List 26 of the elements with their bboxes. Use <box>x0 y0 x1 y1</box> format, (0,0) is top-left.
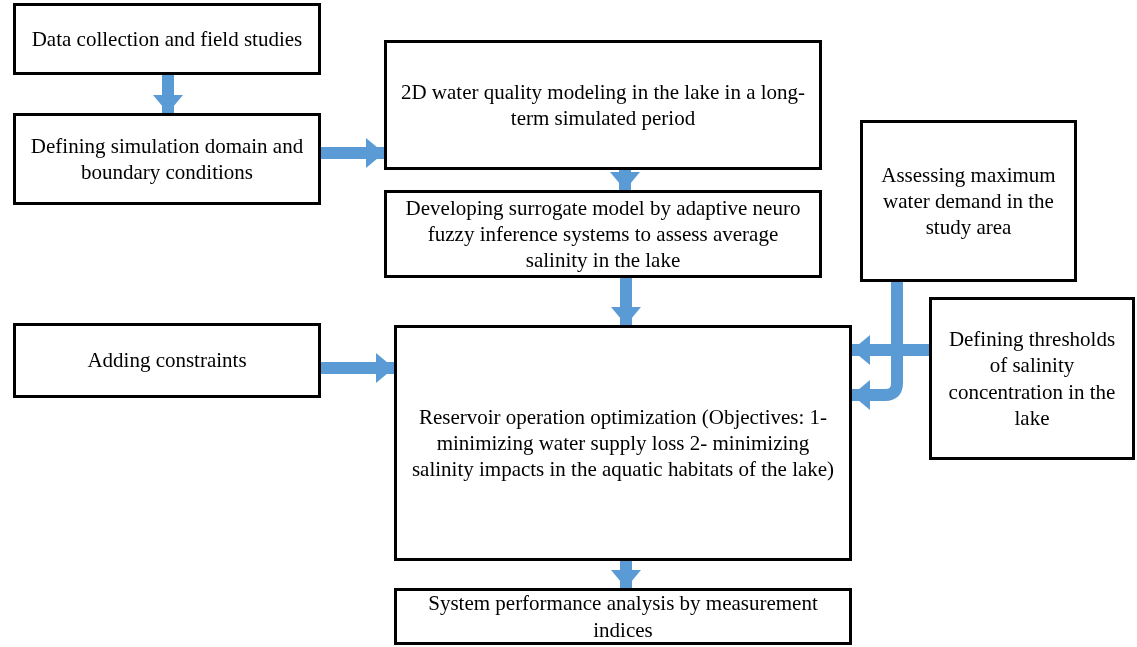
block-arrow <box>611 561 641 588</box>
box-text: Adding constraints <box>87 347 247 374</box>
box-text: 2D water quality modeling in the lake in a long-term simulated period <box>399 78 807 132</box>
block-arrow <box>321 353 394 383</box>
box-text: Data collection and field studies <box>31 25 303 53</box>
block-arrow <box>321 138 384 168</box>
process-box <box>929 297 1135 460</box>
box-text: Assessing maximum water demand in the study area <box>880 161 1057 241</box>
box-text: System performance analysis by measurement indices <box>427 590 819 643</box>
process-box <box>384 40 822 170</box>
box-text: Defining simulation domain and boundary conditions <box>29 132 305 186</box>
process-box <box>394 325 852 561</box>
block-arrow <box>852 282 903 410</box>
process-box <box>13 3 321 75</box>
box-text: Defining thresholds of salinity concentration in the lake <box>947 326 1117 431</box>
process-box <box>394 588 852 645</box>
block-arrow <box>610 170 640 190</box>
block-arrow <box>611 278 641 325</box>
box-text: Developing surrogate model by adaptive neuro fuzzy inference systems to assess average salinity in the lake <box>404 194 802 274</box>
process-box <box>384 190 822 278</box>
block-arrow <box>153 75 183 113</box>
process-box <box>860 120 1077 282</box>
box-text: Reservoir operation optimization (Objectives: 1- minimizing water supply loss 2- minimizing salinity impacts in the aquatic habitats of the lake) <box>410 403 836 483</box>
block-arrow <box>852 335 929 365</box>
process-box <box>13 113 321 205</box>
process-box <box>13 323 321 398</box>
